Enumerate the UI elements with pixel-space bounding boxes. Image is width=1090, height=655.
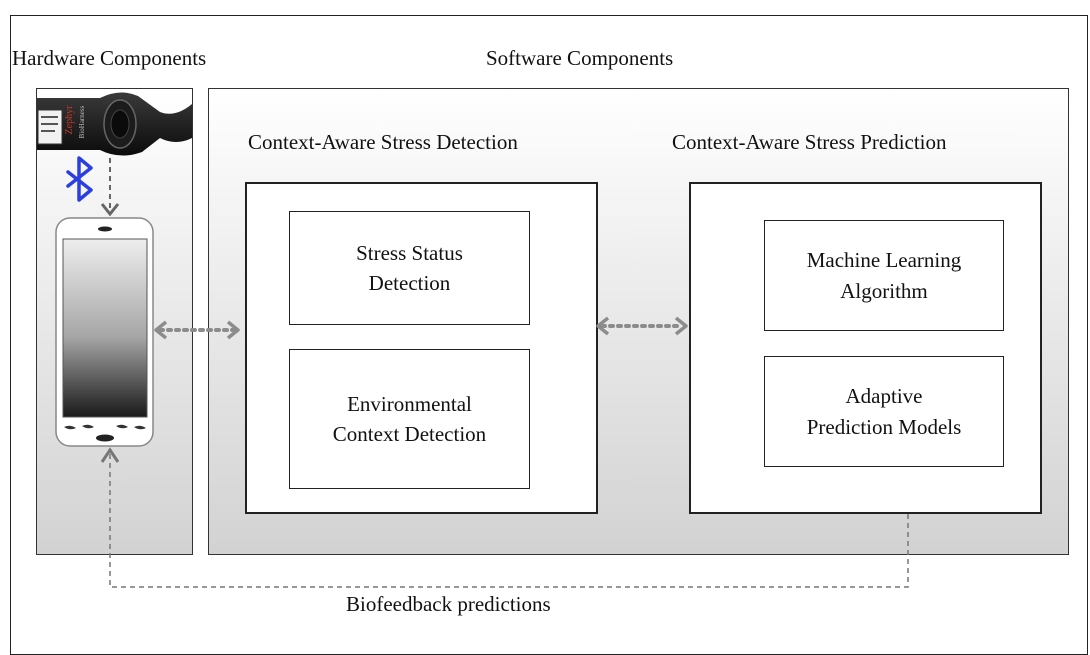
hardware-components-label: Hardware Components <box>12 46 207 70</box>
biofeedback-label: Biofeedback predictions <box>346 592 551 616</box>
sensor-to-phone-arrow <box>100 158 120 217</box>
phone-detection-arrow <box>154 320 240 340</box>
smartphone-icon <box>55 217 154 447</box>
detection-title: Context-Aware Stress Detection <box>248 130 518 154</box>
diagram-graphics: Zephyr BioHarness <box>37 92 909 588</box>
sensor-brand-text: Zephyr <box>64 105 75 135</box>
stress-status-detection-box: Stress Status Detection <box>289 211 530 325</box>
bluetooth-icon <box>66 156 93 202</box>
sensor-brand-sub-text: BioHarness <box>78 105 86 138</box>
adaptive-prediction-models-box: Adaptive Prediction Models <box>764 356 1004 467</box>
environmental-context-detection-box: Environmental Context Detection <box>289 349 530 489</box>
chest-strap-sensor-icon: Zephyr BioHarness <box>37 92 192 156</box>
biofeedback-loop-arrow <box>109 454 909 588</box>
biofeedback-arrowhead <box>100 447 120 463</box>
detection-prediction-arrow <box>596 316 688 336</box>
prediction-title: Context-Aware Stress Prediction <box>672 130 947 154</box>
software-components-label: Software Components <box>486 46 674 70</box>
machine-learning-algorithm-box: Machine Learning Algorithm <box>764 220 1004 331</box>
